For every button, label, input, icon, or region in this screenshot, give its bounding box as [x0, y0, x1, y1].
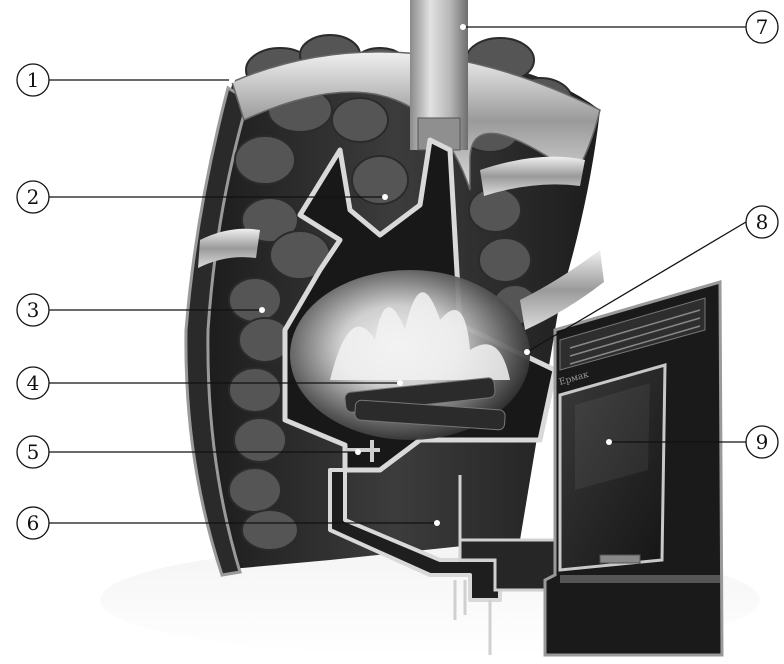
callout-target-dot — [259, 307, 265, 313]
callout-number: 3 — [27, 298, 40, 322]
callout-target-dot — [524, 349, 530, 355]
door-base — [560, 575, 720, 583]
callout-target-dot — [355, 449, 361, 455]
callout-1: 1 — [17, 64, 235, 96]
callout-target-dot — [382, 194, 388, 200]
door-handle — [600, 555, 640, 563]
callout-number: 1 — [27, 68, 40, 92]
callout-number: 6 — [27, 511, 40, 535]
callout-target-dot — [606, 439, 612, 445]
callout-target-dot — [460, 24, 466, 30]
callout-number: 4 — [27, 371, 40, 395]
callout-target-dot — [229, 77, 235, 83]
callout-number: 8 — [756, 210, 769, 234]
callout-target-dot — [397, 380, 403, 386]
callout-number: 2 — [27, 185, 40, 209]
callout-number: 7 — [756, 15, 769, 39]
callout-target-dot — [434, 520, 440, 526]
callout-number: 9 — [756, 430, 769, 454]
callout-number: 5 — [27, 440, 40, 464]
